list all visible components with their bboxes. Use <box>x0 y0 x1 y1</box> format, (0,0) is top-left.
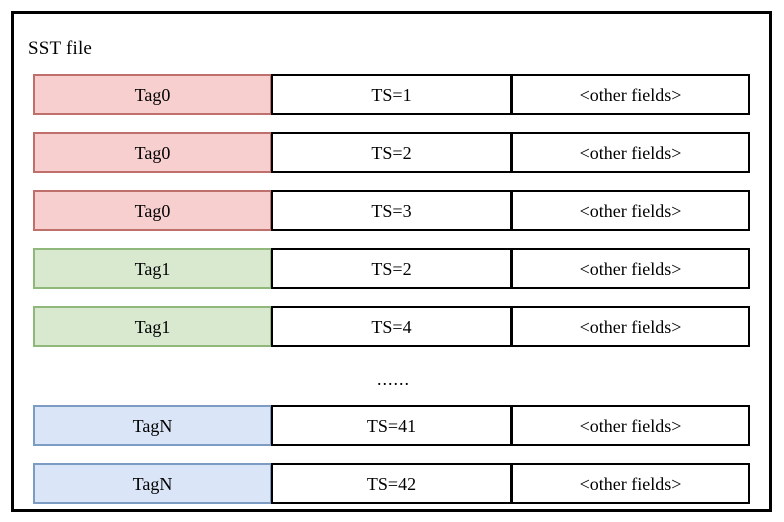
record-other-fields-cell: <other fields> <box>511 405 750 446</box>
record-other-fields-cell: <other fields> <box>511 74 750 115</box>
record-tag-cell: TagN <box>33 405 272 446</box>
record-timestamp-cell: TS=41 <box>271 405 512 446</box>
ellipsis-label: ...... <box>377 368 410 389</box>
record-timestamp-cell: TS=2 <box>271 132 512 173</box>
record-other-fields-cell: <other fields> <box>511 463 750 504</box>
record-other-fields-cell: <other fields> <box>511 248 750 289</box>
record-tag-cell: Tag0 <box>33 74 272 115</box>
record-tag-cell: Tag0 <box>33 132 272 173</box>
record-timestamp-cell: TS=1 <box>271 74 512 115</box>
record-tag-cell: Tag0 <box>33 190 272 231</box>
record-other-fields-cell: <other fields> <box>511 132 750 173</box>
record-timestamp-cell: TS=2 <box>271 248 512 289</box>
record-tag-cell: Tag1 <box>33 248 272 289</box>
sst-file-title: SST file <box>28 38 93 59</box>
record-timestamp-cell: TS=42 <box>271 463 512 504</box>
record-other-fields-cell: <other fields> <box>511 306 750 347</box>
records-ellipsis-row: ...... <box>33 364 754 405</box>
record-timestamp-cell: TS=3 <box>271 190 512 231</box>
record-tag-cell: Tag1 <box>33 306 272 347</box>
record-other-fields-cell: <other fields> <box>511 190 750 231</box>
record-tag-cell: TagN <box>33 463 272 504</box>
record-timestamp-cell: TS=4 <box>271 306 512 347</box>
